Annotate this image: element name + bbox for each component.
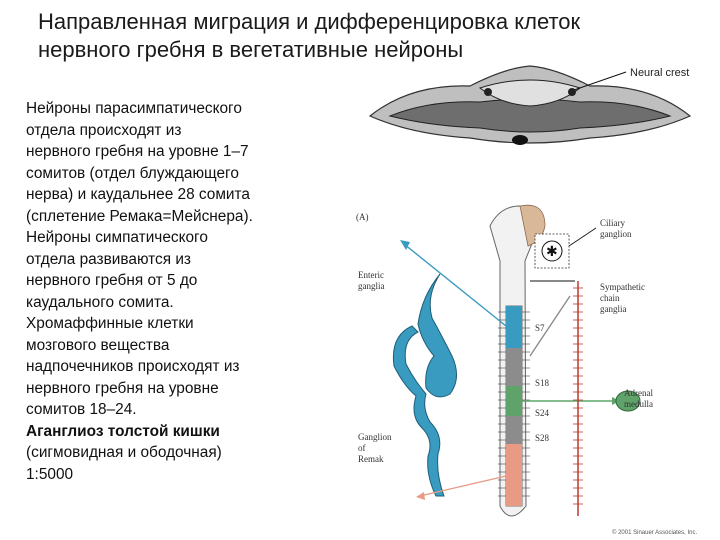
sympathetic-label-line1: Sympathetic bbox=[600, 282, 645, 292]
body-line: мозгового вещества bbox=[26, 336, 170, 354]
ciliary-label-line2: ganglion bbox=[600, 229, 632, 239]
sympathetic-arrow bbox=[529, 295, 571, 357]
body-line: каудального сомита. bbox=[26, 293, 174, 311]
sacral-region bbox=[506, 444, 522, 506]
neural-tube bbox=[478, 79, 582, 107]
notochord bbox=[512, 135, 528, 145]
adrenal-region bbox=[506, 386, 522, 416]
intestine bbox=[392, 325, 445, 497]
enteric-arrow bbox=[403, 243, 507, 327]
body-line: отдела развиваются из bbox=[26, 250, 191, 268]
cross-section: Neural crest bbox=[368, 65, 692, 145]
body-bold-line: Аганглиоз толстой кишки bbox=[26, 422, 220, 440]
sympathetic-label-line2: chain bbox=[600, 293, 620, 303]
somite-label-s18: S18 bbox=[535, 378, 550, 388]
remak-label-line3: Remak bbox=[358, 454, 384, 464]
copyright-text: © 2001 Sinauer Associates, Inc. bbox=[612, 529, 697, 536]
body-line: (сплетение Ремака=Мейснера). bbox=[26, 207, 253, 225]
neural-crest-label: Neural crest bbox=[630, 67, 689, 79]
sympathetic-chain: Sympathetic chain ganglia bbox=[573, 281, 645, 516]
body-line: Нейроны симпатического bbox=[26, 229, 208, 246]
figure-svg: Neural crest (A) bbox=[356, 65, 697, 536]
star-icon: ✱ bbox=[546, 243, 558, 259]
enteric-label-line1: Enteric bbox=[358, 270, 384, 280]
panel-label: (A) bbox=[356, 212, 369, 222]
body-line: нервного гребня на уровне 1–7 bbox=[26, 143, 249, 160]
body-line: Хромаффинные клетки bbox=[26, 315, 194, 332]
body-line: нервного гребня от 5 до bbox=[26, 272, 198, 289]
vagal-region bbox=[506, 306, 522, 348]
body-line: 1:5000 bbox=[26, 465, 74, 483]
body-line: Нейроны парасимпатического bbox=[26, 100, 242, 117]
embryo-body: S7 S18 S24 S28 bbox=[489, 204, 550, 517]
body-line: нерва) и каудальнее 28 сомита bbox=[26, 186, 250, 203]
title-line-1: Направленная миграция и дифференцировка … bbox=[38, 9, 581, 34]
sympathetic-label-line3: ganglia bbox=[600, 304, 627, 314]
adrenal-label-line1: Adrenal bbox=[624, 388, 653, 398]
neural-crest-pointer bbox=[573, 71, 627, 91]
adrenal-medulla: Adrenal medulla bbox=[615, 388, 653, 412]
body-line: надпочечников происходят из bbox=[26, 358, 240, 375]
neural-crest-figure: Neural crest (A) bbox=[330, 56, 720, 540]
body-line: сомитов 18–24. bbox=[26, 401, 137, 418]
ciliary-label-line1: Ciliary bbox=[600, 218, 625, 228]
adrenal-shape bbox=[615, 390, 641, 412]
adrenal-label-line2: medulla bbox=[624, 399, 653, 409]
mesoderm-layer bbox=[388, 98, 672, 133]
body-line: нервного гребня на уровне bbox=[26, 379, 219, 397]
body-line: отдела происходят из bbox=[26, 121, 182, 139]
neural-crest-cell-left bbox=[484, 88, 492, 96]
title-line-2: нервного гребня в вегетативные нейроны bbox=[38, 37, 464, 62]
ciliary-ganglion: ✱ Ciliary ganglion bbox=[534, 218, 632, 269]
body-text: Нейроны парасимпатического отдела происх… bbox=[26, 98, 326, 485]
somite-label-s7: S7 bbox=[535, 323, 545, 333]
enteric-arrowhead bbox=[400, 240, 410, 250]
slide-title: Направленная миграция и дифференцировка … bbox=[38, 8, 678, 64]
enteric-label-line2: ganglia bbox=[358, 281, 385, 291]
remak-arrowhead bbox=[416, 492, 425, 500]
migration-arrows bbox=[400, 240, 620, 500]
remak-arrow bbox=[419, 475, 507, 497]
gut bbox=[392, 273, 457, 497]
remak-label-line2: of bbox=[358, 443, 366, 453]
ciliary-ganglion-circle bbox=[541, 240, 563, 262]
remak-label-line1: Ganglion bbox=[358, 432, 392, 442]
somite-label-s28: S28 bbox=[535, 433, 550, 443]
somite-label-s24: S24 bbox=[535, 408, 550, 418]
chain-ganglia bbox=[573, 287, 583, 505]
stomach bbox=[417, 273, 457, 398]
somites bbox=[498, 311, 530, 497]
body-line: (сигмовидная и ободочная) bbox=[26, 444, 222, 461]
ciliary-pointer bbox=[568, 227, 597, 247]
body-line: сомитов (отдел блуждающего bbox=[26, 164, 239, 182]
